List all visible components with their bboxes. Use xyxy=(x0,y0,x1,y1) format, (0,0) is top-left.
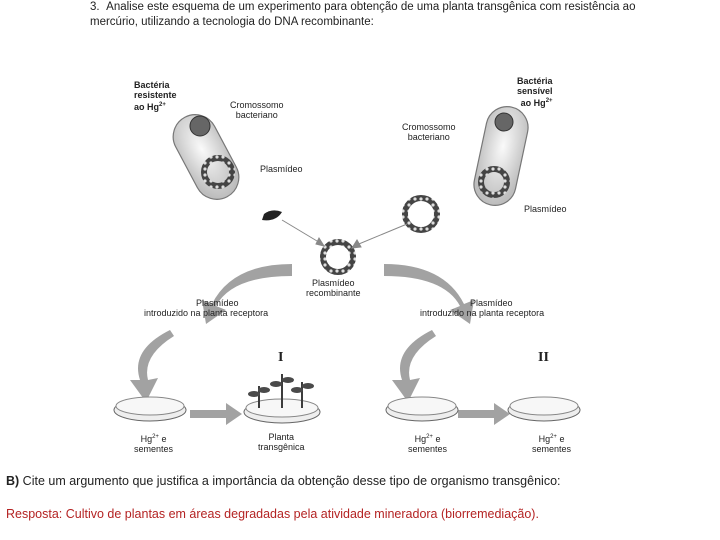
bacterium-sensitive xyxy=(473,106,529,206)
petri-dish-1 xyxy=(113,396,187,422)
question-header: 3. Analise este esquema de um experiment… xyxy=(90,0,650,30)
label-dish-3: Hg2+ e sementes xyxy=(408,434,448,454)
label-resistant-bacterium: Bactéria resistente ao Hg2+ xyxy=(134,80,177,112)
petri-dish-2 xyxy=(243,374,321,424)
plasmid-ring-right xyxy=(478,166,510,198)
label-dish-2: Planta transgênica xyxy=(258,432,305,452)
question-b-label: B) xyxy=(6,474,20,488)
question-number: 3. xyxy=(90,1,100,13)
label-dish-1: Hg2+ e sementes xyxy=(134,434,174,454)
label-introduced-right: Plasmídeo introduzido na planta receptor… xyxy=(420,298,545,318)
chromosome-blob xyxy=(189,115,211,137)
question-prompt: Analise este esquema de um experimento p… xyxy=(90,1,636,28)
plant-leaves xyxy=(248,377,314,397)
label-dish-4: Hg2+ e sementes xyxy=(532,434,572,454)
label-experiment-II: II xyxy=(538,350,549,365)
label-plasmid-left: Plasmídeo xyxy=(260,164,303,174)
big-arrows xyxy=(130,264,510,425)
diagram-graphics xyxy=(113,106,581,425)
question-b-text: Cite um argumento que justifica a import… xyxy=(19,474,561,488)
bacterium-resistant xyxy=(172,114,240,200)
label-chromosome-right: Cromossomo bacteriano xyxy=(402,122,456,142)
experiment-diagram: Bactéria resistente ao Hg2+ Bactéria sen… xyxy=(112,64,592,464)
recombinant-plasmid xyxy=(320,239,356,275)
plasmid-ring-left xyxy=(201,155,235,189)
label-experiment-I: I xyxy=(278,350,284,365)
petri-dish-3 xyxy=(385,396,459,422)
label-sensitive-bacterium: Bactéria sensível ao Hg2+ xyxy=(517,76,553,108)
label-introduced-left: Plasmídeo introduzido na planta receptor… xyxy=(144,298,269,318)
answer-text: Resposta: Cultivo de plantas em áreas de… xyxy=(6,507,539,521)
label-plasmid-right: Plasmídeo xyxy=(524,204,567,214)
dna-fragment xyxy=(262,210,282,221)
free-plasmid xyxy=(402,195,440,233)
petri-dish-4 xyxy=(507,396,581,422)
question-b: B) Cite um argumento que justifica a imp… xyxy=(6,474,561,488)
label-recombinant-plasmid: Plasmídeo recombinante xyxy=(306,278,361,298)
label-chromosome-left: Cromossomo bacteriano xyxy=(230,100,284,120)
chromosome-blob-right xyxy=(494,112,514,132)
merge-arrows xyxy=(281,219,408,249)
